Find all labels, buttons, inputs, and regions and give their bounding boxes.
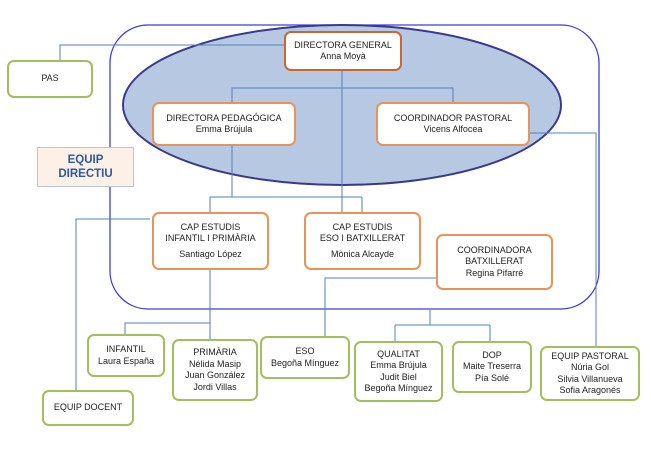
equip-docent-title: EQUIP DOCENT [53, 402, 123, 413]
connector-dg-directors [231, 87, 454, 102]
coordinador-pastoral-name: Vicens Alfocea [423, 124, 483, 134]
connector-lines [59, 44, 597, 390]
qualitat-name-2: Judit Biel [380, 371, 417, 382]
connector-eso-bus [324, 277, 436, 336]
eso-box[interactable]: ESO Begoña Mínguez [260, 336, 350, 379]
dop-name-1: Maite Treserra [462, 361, 522, 372]
equip-pastoral-box[interactable]: EQUIP PASTORAL Núria Gol Silvia Villanue… [540, 346, 640, 401]
qualitat-box[interactable]: QUALITAT Emma Brújula Judit Biel Begoña … [354, 341, 443, 402]
directora-general-box[interactable]: DIRECTORA GENERAL Anna Moyà [284, 31, 402, 71]
primaria-title: PRIMÀRIA [193, 347, 237, 357]
directora-pedagogica-box[interactable]: DIRECTORA PEDAGÓGICA Emma Brújula [152, 102, 296, 146]
equip-docent-box[interactable]: EQUIP DOCENT [42, 390, 134, 426]
infantil-name-1: Laura España [97, 355, 155, 366]
dop-box[interactable]: DOP Maite Treserra Pía Solé [452, 341, 532, 393]
coordinadora-batxillerat-line1: COORDINADORA [457, 244, 532, 255]
directora-pedagogica-title: DIRECTORA PEDAGÓGICA [166, 112, 282, 123]
cap-estudis-infantil-line2: INFANTIL I PRIMÀRIA [165, 233, 256, 244]
pas-box[interactable]: PAS [7, 60, 93, 98]
cap-estudis-infantil-name: Santiago López [179, 248, 242, 259]
connector-dg-pas [59, 44, 284, 60]
coordinador-pastoral-title: COORDINADOR PASTORAL [393, 112, 513, 123]
coordinadora-batxillerat-line2: BATXILLERAT [465, 256, 524, 267]
primaria-name-1: Nélida Masip [188, 358, 242, 369]
cap-estudis-infantil-box[interactable]: CAP ESTUDIS INFANTIL I PRIMÀRIA Santiago… [152, 212, 269, 270]
infantil-title: INFANTIL [106, 344, 146, 354]
cap-estudis-eso-line2: ESO I BATXILLERAT [319, 233, 406, 244]
cap-estudis-eso-line1: CAP ESTUDIS [332, 221, 393, 232]
primaria-name-2: Juan González [184, 370, 246, 380]
coordinadora-batxillerat-name: Regina Pifarré [465, 267, 524, 278]
cap-estudis-eso-name: Mònica Alcayde [330, 248, 395, 259]
connector-cap-infantil-levels [124, 270, 211, 334]
equip-pastoral-name-3: Sofia Aragonés [559, 385, 621, 395]
coordinador-pastoral-box[interactable]: COORDINADOR PASTORAL Vicens Alfocea [376, 102, 530, 146]
coordinadora-batxillerat-box[interactable]: COORDINADORA BATXILLERAT Regina Pifarré [436, 234, 553, 290]
eso-title: ESO [295, 346, 315, 356]
equip-pastoral-title: EQUIP PASTORAL [551, 350, 629, 361]
dop-title: DOP [482, 349, 502, 360]
pas-title: PAS [41, 73, 59, 84]
eso-name-1: Begoña Mínguez [270, 357, 340, 368]
infantil-box[interactable]: INFANTIL Laura España [87, 334, 165, 377]
connector-equip-docent [75, 218, 150, 390]
equip-pastoral-name-2: Silvia Villanueva [557, 373, 623, 384]
directora-general-name: Anna Moyà [320, 51, 366, 61]
primaria-name-3: Jordi Villas [193, 381, 237, 392]
directora-pedagogica-name: Emma Brújula [195, 124, 253, 134]
qualitat-name-1: Emma Brújula [370, 360, 427, 370]
equip-directiu-label: EQUIP DIRECTIU [37, 147, 134, 187]
equip-pastoral-name-1: Núria Gol [570, 362, 609, 372]
qualitat-title: QUALITAT [377, 348, 420, 359]
primaria-box[interactable]: PRIMÀRIA Nélida Masip Juan González Jord… [172, 339, 258, 401]
dop-name-2: Pía Solé [474, 372, 510, 383]
equip-directiu-line2: DIRECTIU [58, 168, 113, 180]
equip-directiu-line1: EQUIP [67, 154, 104, 166]
connector-pastoral [530, 132, 597, 346]
cap-estudis-infantil-line1: CAP ESTUDIS [180, 221, 241, 232]
qualitat-name-3: Begoña Mínguez [364, 383, 433, 393]
directora-general-title: DIRECTORA GENERAL [294, 39, 392, 50]
cap-estudis-eso-box[interactable]: CAP ESTUDIS ESO I BATXILLERAT Mònica Alc… [304, 212, 421, 270]
